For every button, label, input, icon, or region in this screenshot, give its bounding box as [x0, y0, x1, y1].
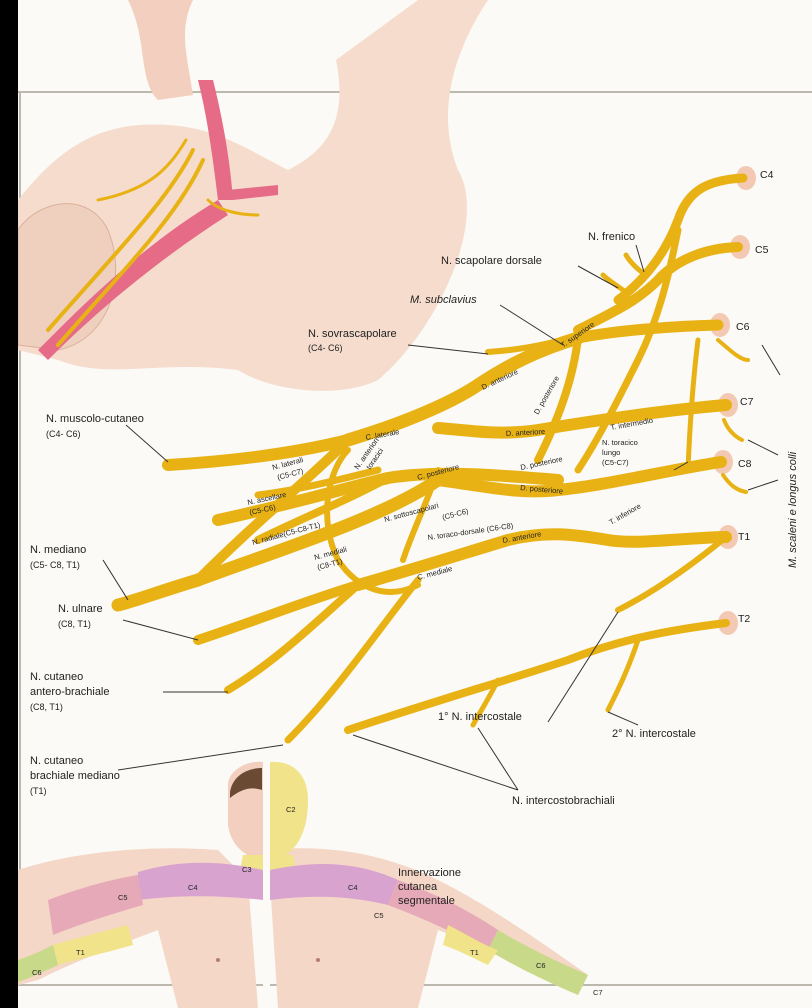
leader-intercostobrachiali-1: [478, 728, 518, 790]
label-cutaneo-antero-2: antero-brachiale: [30, 686, 110, 698]
label-mediano-roots: (C5- C8, T1): [30, 560, 80, 570]
nerve-intercostal-1: [618, 537, 726, 610]
label-mediano: N. mediano: [30, 544, 86, 556]
dermatome-label-head-c2: C2: [286, 805, 296, 814]
illustration-page: C4 C5 C6 C7 C8 T1 T2 N. frenico N. scapo…: [18, 0, 812, 1008]
root-label-c8: C8: [738, 458, 752, 470]
label-innervazione-2: cutanea: [398, 881, 438, 893]
label-scaleni: M. scaleni e longus colli: [787, 451, 799, 568]
brachial-plexus-illustration: C4 C5 C6 C7 C8 T1 T2 N. frenico N. scapo…: [18, 0, 812, 1008]
root-label-t2: T2: [738, 613, 750, 625]
root-label-c4: C4: [760, 169, 774, 181]
leader-sovrascapolare: [408, 345, 488, 354]
dermatome-label-left-c6: C6: [32, 968, 42, 977]
leader-scaleni-2: [748, 440, 778, 455]
root-label-c5: C5: [755, 244, 769, 256]
figure-midline: [263, 760, 270, 1008]
dermatome-label-neck-c3: C3: [242, 865, 252, 874]
label-cutaneo-antero-1: N. cutaneo: [30, 671, 83, 683]
root-label-c7: C7: [740, 396, 754, 408]
nerve-scalene-branch-3: [724, 420, 742, 440]
dermatome-label-right-c6: C6: [536, 961, 546, 970]
leader-scaleni-3: [748, 480, 778, 490]
nerve-dorsal-scapular: [603, 275, 623, 290]
leader-scaleni-1: [762, 345, 780, 375]
label-innervazione-3: segmentale: [398, 895, 455, 907]
root-label-c6: C6: [736, 321, 750, 333]
label-intercostale-2: 2° N. intercostale: [612, 728, 696, 740]
label-cutaneo-mediano-1: N. cutaneo: [30, 755, 83, 767]
leader-intercostobrachiali-2: [353, 735, 518, 790]
leader-mediano: [103, 560, 128, 600]
label-t-inferiore: T. inferiore: [608, 501, 643, 526]
nerve-posterior-division-2: [578, 230, 678, 470]
label-sovrascapolare-roots: (C4- C6): [308, 343, 343, 353]
nerve-intercostal-2-branch: [608, 640, 638, 710]
dermatome-label-left-c5: C5: [118, 893, 128, 902]
label-cutaneo-mediano-roots: (T1): [30, 786, 47, 796]
nerve-cutaneous-antebrachial: [228, 585, 358, 690]
label-cutaneo-antero-roots: (C8, T1): [30, 702, 63, 712]
label-muscolo-cutaneo-roots: (C4- C6): [46, 429, 81, 439]
label-toracico-lungo-2: lungo: [602, 448, 620, 457]
label-d-anteriore-2: D. anteriore: [506, 427, 546, 438]
root-label-t1: T1: [738, 531, 750, 543]
left-nipple: [216, 958, 220, 962]
dermatome-label-left-t1: T1: [76, 948, 85, 957]
nerve-c4-root: [618, 178, 743, 300]
nerve-c7-intermediate-trunk: [438, 405, 726, 433]
label-frenico: N. frenico: [588, 231, 635, 243]
ear-shape: [128, 0, 193, 100]
nerve-scalene-branch-1: [718, 340, 748, 360]
label-innervazione-1: Innervazione: [398, 867, 461, 879]
leader-subclavius: [500, 305, 563, 345]
leader-intercostale-2: [608, 712, 638, 725]
neck-shoulder-inset: [18, 0, 488, 391]
right-nipple: [316, 958, 320, 962]
nerve-ulnar: [198, 585, 358, 640]
label-cutaneo-mediano-2: brachiale mediano: [30, 770, 120, 782]
label-ulnare-roots: (C8, T1): [58, 619, 91, 629]
dermatome-label-right-c7: C7: [593, 988, 603, 997]
label-scapolare-dorsale: N. scapolare dorsale: [441, 255, 542, 267]
label-muscolo-cutaneo: N. muscolo-cutaneo: [46, 413, 144, 425]
label-sovrascapolare: N. sovrascapolare: [308, 328, 397, 340]
leader-muscolo-cutaneo: [126, 425, 168, 462]
nerve-intercostal-2: [348, 623, 726, 730]
dermatome-label-right-t1: T1: [470, 948, 479, 957]
label-n-sottoscapolari-roots: (C5-C6): [441, 506, 470, 522]
nerve-phrenic: [626, 255, 646, 275]
label-subclavius: M. subclavius: [410, 294, 477, 306]
label-intercostale-1: 1° N. intercostale: [438, 711, 522, 723]
dermatome-label-right-c5: C5: [374, 911, 384, 920]
leader-scapolare-dorsale: [578, 266, 618, 288]
label-toracico-lungo-roots: (C5-C7): [602, 458, 629, 467]
dermatome-label-right-c4: C4: [348, 883, 358, 892]
label-ulnare: N. ulnare: [58, 603, 103, 615]
dermatome-label-left-c4: C4: [188, 883, 198, 892]
label-toracico-lungo-1: N. toracico: [602, 438, 638, 447]
nerve-scalene-branch-2: [723, 475, 746, 492]
label-intercostobrachiali: N. intercostobrachiali: [512, 795, 615, 807]
leader-ulnare: [123, 620, 198, 640]
